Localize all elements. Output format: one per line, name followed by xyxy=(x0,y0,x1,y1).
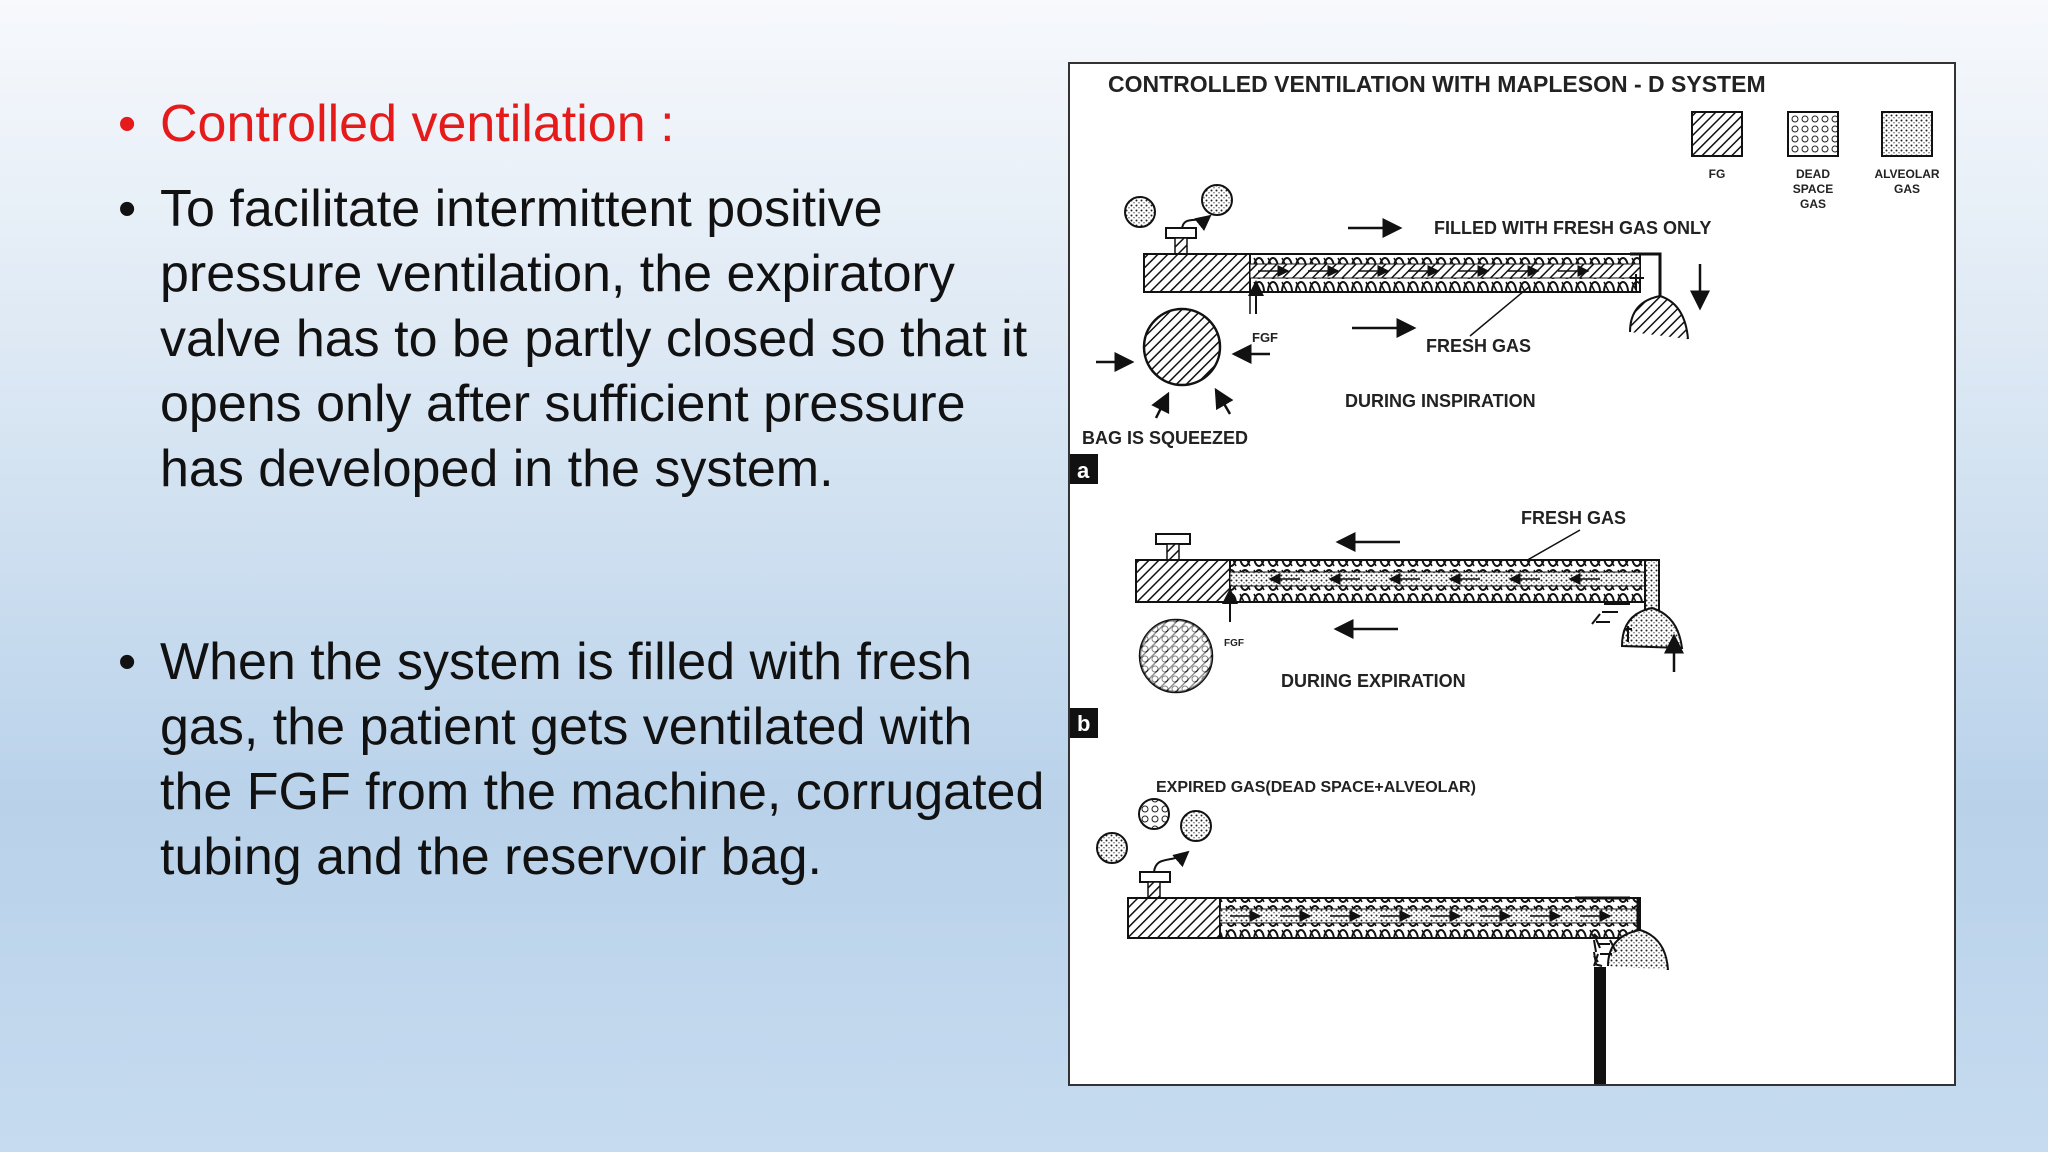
fresh-gas-label: FRESH GAS xyxy=(1521,508,1626,528)
valve-exhaust-arrow xyxy=(1153,850,1190,873)
bag-squeezed-label: BAG IS SQUEEZED xyxy=(1082,428,1248,448)
mapleson-d-figure: CONTROLLED VENTILATION WITH MAPLESON - D… xyxy=(1068,62,1956,1086)
fgf-label: FGF xyxy=(1252,330,1278,345)
valve-stem xyxy=(1147,881,1161,899)
patient-mask xyxy=(1629,294,1689,340)
connector-tick xyxy=(1609,939,1617,953)
paragraph-bullet-1: • To facilitate intermittent positive pr… xyxy=(118,177,1048,502)
legend: FG DEAD SPACE GAS ALVEOLAR GAS xyxy=(1691,111,1940,211)
heading-bullet: • Controlled ventilation : xyxy=(118,92,1048,157)
valve-stem xyxy=(1166,543,1180,561)
slide-text: • Controlled ventilation : • To facilita… xyxy=(118,92,1048,890)
legend-alveolar-label-1: ALVEOLAR xyxy=(1874,167,1939,181)
panel-c: EXPIRED GAS(DEAD SPACE+ALVEOLAR) xyxy=(1096,779,1669,1084)
valve-stem xyxy=(1174,237,1188,255)
figure-title: CONTROLLED VENTILATION WITH MAPLESON - D… xyxy=(1108,71,1766,97)
connector-tick xyxy=(1591,613,1601,625)
legend-deadspace-label-2: SPACE xyxy=(1793,182,1833,196)
gas-bubble xyxy=(1124,196,1156,228)
reservoir-bag xyxy=(1142,307,1222,387)
bullet-dot: • xyxy=(118,180,137,238)
gas-bubble xyxy=(1096,832,1128,864)
expired-gas-label: EXPIRED GAS(DEAD SPACE+ALVEOLAR) xyxy=(1156,779,1476,796)
gas-bubble xyxy=(1201,184,1233,216)
connector-tick xyxy=(1593,953,1599,967)
panel-letter-box xyxy=(1070,454,1098,484)
panel-letter-box xyxy=(1070,708,1098,738)
legend-deadspace-label-1: DEAD xyxy=(1796,167,1830,181)
legend-fg-swatch xyxy=(1691,111,1743,157)
valve-exhaust-arrow xyxy=(1181,214,1212,231)
mapleson-d-diagram: CONTROLLED VENTILATION WITH MAPLESON - D… xyxy=(1070,71,1940,1084)
panel-letter-b: b xyxy=(1077,711,1090,736)
tube-junction xyxy=(1143,253,1265,293)
gas-bubble xyxy=(1138,798,1170,830)
panel-b: FRESH GAS xyxy=(1070,508,1684,738)
gas-bubble xyxy=(1180,810,1212,842)
filled-label: FILLED WITH FRESH GAS ONLY xyxy=(1434,218,1711,238)
patient-mask xyxy=(1607,928,1669,971)
expiratory-valve xyxy=(1139,871,1171,883)
legend-deadspace-label-3: GAS xyxy=(1800,197,1826,211)
paragraph-1: To facilitate intermittent positive pres… xyxy=(160,180,1028,498)
legend-alveolar-swatch xyxy=(1881,111,1933,157)
paragraph-2: When the system is filled with fresh gas… xyxy=(160,633,1045,886)
caption-expiration: DURING EXPIRATION xyxy=(1281,671,1466,691)
slide-heading: Controlled ventilation : xyxy=(160,95,675,153)
caption-inspiration: DURING INSPIRATION xyxy=(1345,391,1536,411)
legend-alveolar-label-2: GAS xyxy=(1894,182,1920,196)
legend-deadspace-swatch xyxy=(1787,111,1839,157)
paragraph-bullet-2: • When the system is filled with fresh g… xyxy=(118,630,1048,890)
connector-tick xyxy=(1593,939,1597,953)
panel-a: FGF FILLED WITH FRESH GAS ONLY FRESH GAS… xyxy=(1070,184,1711,484)
leader-line xyxy=(1469,285,1531,337)
expiratory-valve xyxy=(1155,533,1191,545)
fgf-label: FGF xyxy=(1224,638,1244,649)
legend-fg-label: FG xyxy=(1709,167,1726,181)
inner-tube xyxy=(1249,263,1641,279)
bullet-dot: • xyxy=(118,633,137,691)
squeeze-arrow xyxy=(1214,387,1234,415)
panel-letter-a: a xyxy=(1077,458,1090,483)
bullet-dot: • xyxy=(118,95,137,153)
reservoir-bag-hatch xyxy=(1140,620,1212,692)
fresh-gas-label: FRESH GAS xyxy=(1426,336,1531,356)
squeeze-arrow xyxy=(1151,391,1170,419)
expiratory-valve xyxy=(1165,227,1197,239)
connector-tick xyxy=(1593,933,1599,939)
